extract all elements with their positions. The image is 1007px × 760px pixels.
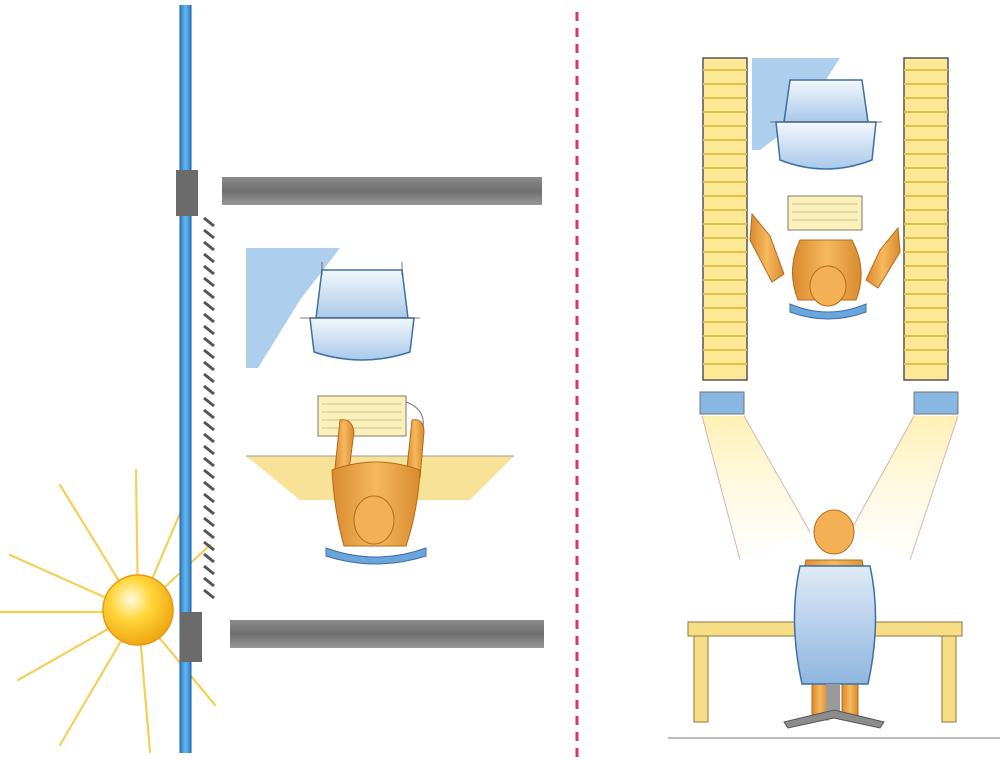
light-cone-left: [702, 416, 810, 560]
monitor: [300, 262, 420, 361]
wall-beam-bottom: [230, 620, 544, 648]
blind-slats: [203, 216, 215, 600]
lamp-left: [699, 391, 745, 415]
monitor-top-view: [770, 79, 882, 170]
window-frame-top: [176, 170, 198, 216]
light-cone-right: [850, 416, 958, 560]
right-panel: [668, 57, 1000, 739]
wall-beam-top: [222, 177, 542, 205]
office-chair: [783, 565, 885, 729]
window-frame-bottom: [180, 612, 202, 662]
ceiling-light-right: [903, 57, 949, 381]
keyboard: [317, 395, 424, 437]
person-seated-top-view: [325, 419, 427, 565]
window-light-shade: [246, 248, 340, 368]
person-top-view: [749, 212, 901, 320]
keyboard-top-view: [787, 195, 863, 231]
window-glass: [180, 5, 191, 753]
lamp-right: [913, 391, 959, 415]
ceiling-light-left: [702, 57, 748, 381]
left-panel: [0, 5, 544, 754]
light-slats: [703, 69, 948, 365]
sun-icon: [102, 574, 174, 646]
